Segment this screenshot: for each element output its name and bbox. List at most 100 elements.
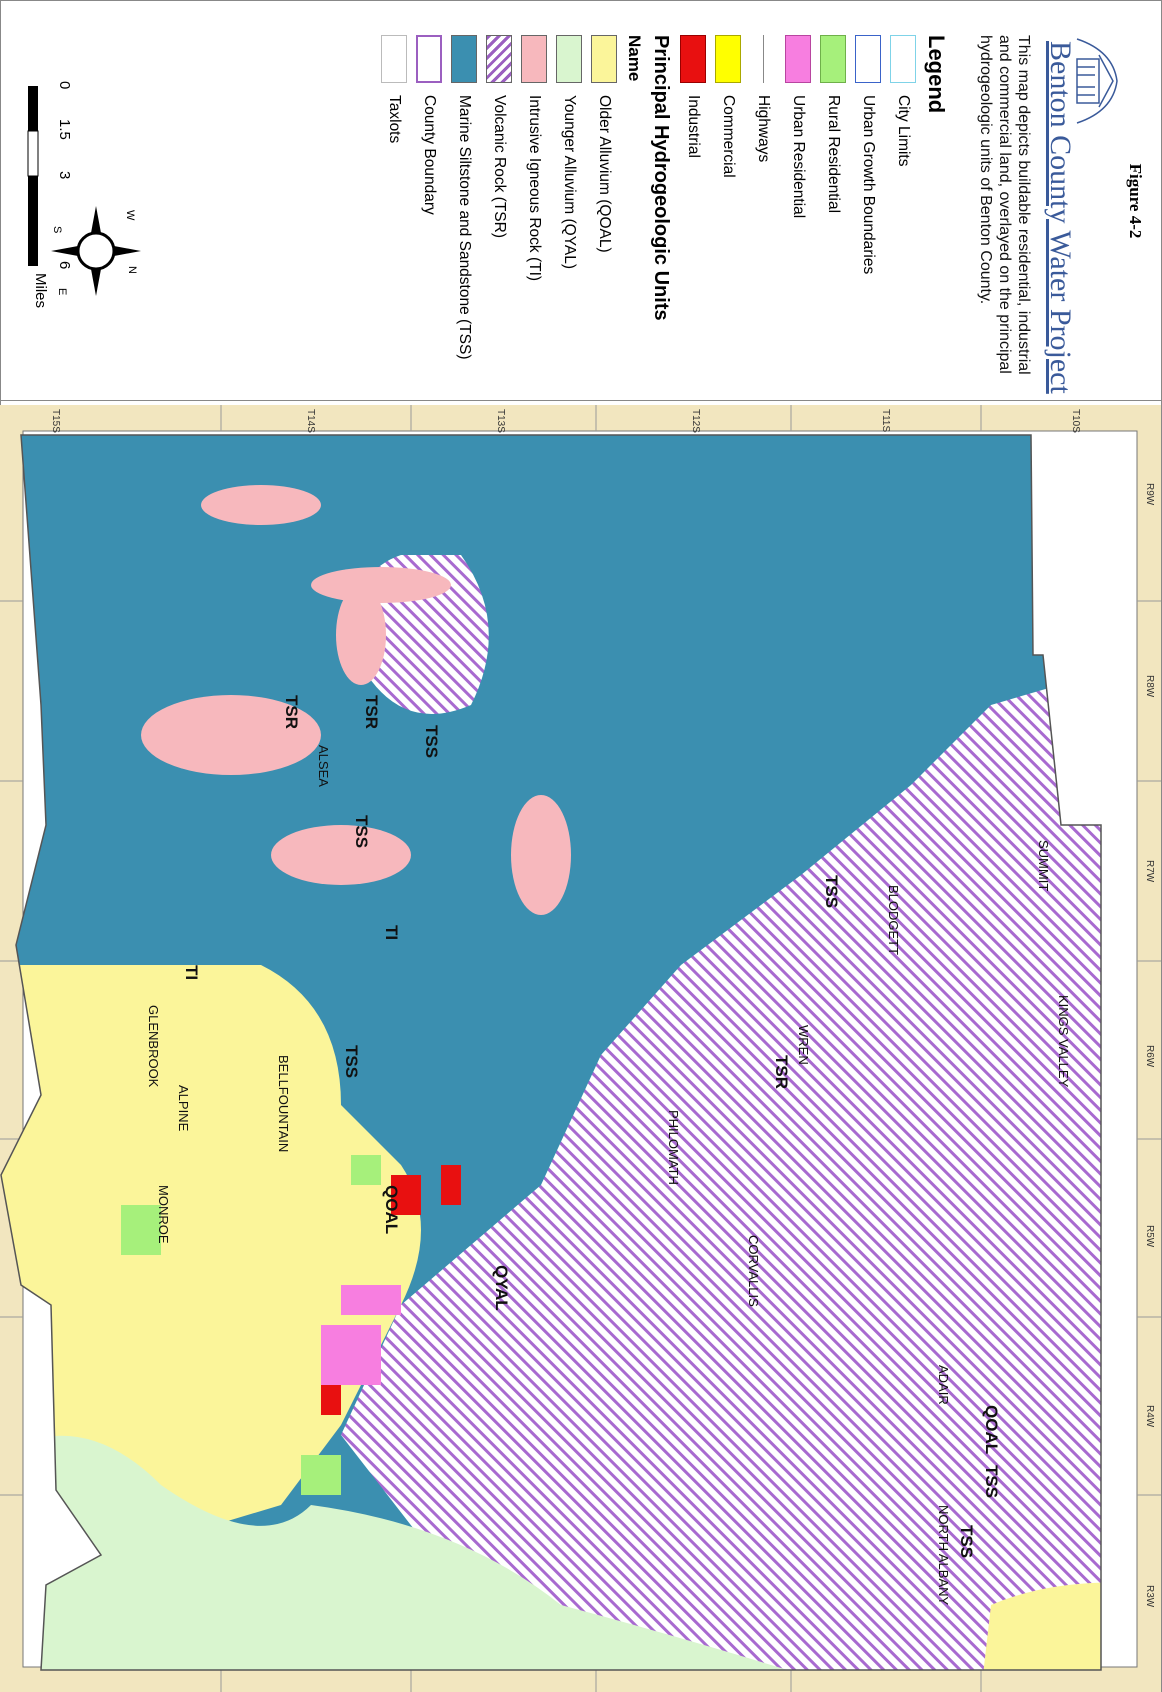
swatch	[486, 35, 513, 83]
unit-ti-blob	[311, 567, 451, 603]
scale-bar	[27, 86, 39, 266]
range-r9w-top: R9W	[1144, 483, 1155, 506]
legend-list: City Limits Urban Growth Boundaries Rura…	[377, 35, 921, 395]
unit-label-tss-2: TSS	[352, 815, 371, 849]
township-t13s: T13S	[495, 409, 506, 433]
unit-qoal-north	[981, 1582, 1101, 1670]
unit-ti-blob	[201, 485, 321, 525]
legend-title: Legend	[924, 35, 949, 114]
swatch	[890, 35, 917, 83]
unit-ti-blob	[141, 695, 321, 775]
north-arrow-icon: N S E W	[51, 206, 141, 296]
compass-n: N	[126, 266, 138, 274]
figure-label: Figure 4-2	[1126, 163, 1145, 239]
unit-qoal-area	[1, 965, 421, 1535]
compass-e: E	[56, 288, 68, 295]
swatch	[556, 35, 583, 83]
unit-tsr-area	[341, 655, 1101, 1670]
swatch	[521, 35, 548, 83]
rural-residential-patch	[121, 1205, 161, 1255]
place-corvallis: CORVALLIS	[746, 1235, 761, 1307]
map-description: This map depicts buildable residential, …	[977, 35, 1032, 375]
township-t15s: T15S	[50, 409, 61, 433]
rural-residential-patch	[301, 1455, 341, 1495]
rural-residential-patch	[351, 1155, 381, 1185]
unit-label-tss: TSS	[822, 875, 841, 909]
legend-item-qoal: Older Alluvium (QOAL)	[587, 35, 622, 395]
industrial-patch	[441, 1165, 461, 1205]
unit-label-qyal: QYAL	[492, 1265, 511, 1311]
logo-text: Benton County Water Project	[1044, 41, 1077, 394]
legend-item-rural-residential: Rural Residential	[816, 35, 851, 395]
legend-item-ugb: Urban Growth Boundaries	[851, 35, 886, 395]
county-boundary	[0, 434, 1102, 1671]
legend-item-qyal: Younger Alluvium (QYAL)	[552, 35, 587, 395]
swatch	[451, 35, 478, 83]
scale-unit: Miles	[32, 273, 49, 309]
township-t12s: T12S	[690, 409, 701, 433]
swatch	[416, 35, 443, 83]
swatch	[381, 35, 408, 83]
unit-label-qoal-north: QOAL	[982, 1405, 1001, 1455]
range-r7w-top: R7W	[1144, 860, 1155, 883]
range-r5w-top: R5W	[1144, 1225, 1155, 1248]
place-north-albany: NORTH ALBANY	[936, 1505, 951, 1606]
county-logo-icon	[1076, 38, 1118, 124]
place-monroe: MONROE	[156, 1185, 171, 1244]
swatch	[591, 35, 618, 83]
legend-panel: Figure 4-2 Benton County Water Project T…	[0, 1, 1161, 401]
legend-item-city-limits: City Limits	[886, 35, 921, 395]
legend-item-county-boundary: County Boundary	[412, 35, 447, 395]
place-philomath: PHILOMATH	[666, 1110, 681, 1185]
units-name-header: Name	[625, 35, 644, 82]
place-kings-valley: KINGS VALLEY	[1056, 995, 1071, 1088]
unit-label-ti: TI	[382, 925, 401, 941]
place-bellfountain: BELLFOUNTAIN	[276, 1055, 291, 1153]
legend-item-industrial: Industrial	[676, 35, 711, 395]
unit-label-tsr-2: TSR	[282, 695, 301, 729]
legend-item-taxlots: Taxlots	[377, 35, 412, 395]
unit-label-qoal: QOAL	[382, 1185, 401, 1235]
units-heading: Principal Hydrogeologic Units	[650, 35, 672, 321]
scale-tick-0: 0	[56, 81, 73, 90]
legend-item-ti: Intrusive Igneous Rock (TI)	[517, 35, 552, 395]
unit-qyal-area	[1, 1435, 861, 1670]
place-glenbrook: GLENBROOK	[146, 1005, 161, 1088]
scale-tick-2: 3	[56, 171, 73, 180]
swatch	[680, 35, 707, 83]
unit-ti-blob	[271, 825, 411, 885]
place-wren: WREN	[796, 1025, 811, 1065]
scale-tick-3: 6	[56, 261, 73, 270]
swatch	[855, 35, 882, 83]
place-adair: ADAIR	[936, 1365, 951, 1405]
legend-item-highways: Highways	[746, 35, 781, 395]
range-r3w-top: R3W	[1144, 1585, 1155, 1608]
swatch	[820, 35, 847, 83]
range-r8w-top: R8W	[1144, 675, 1155, 698]
swatch	[715, 35, 742, 83]
unit-label-tss-alsea: TSS	[422, 725, 441, 759]
compass-w: W	[124, 210, 136, 221]
township-t11s: T11S	[880, 409, 891, 433]
place-blodgett: BLODGETT	[886, 885, 901, 956]
township-t10s: T10S	[1070, 409, 1081, 433]
urban-residential-patch	[341, 1285, 401, 1315]
range-r4w-top: R4W	[1144, 1405, 1155, 1428]
legend-item-commercial: Commercial	[711, 35, 746, 395]
unit-label-ti-2: TI	[182, 965, 201, 981]
township-t14s: T14S	[305, 409, 316, 433]
unit-label-tsr-alsea: TSR	[362, 695, 381, 729]
unit-label-tss-albany: TSS	[982, 1465, 1001, 1499]
legend-item-urban-residential: Urban Residential	[781, 35, 816, 395]
industrial-patch	[321, 1385, 341, 1415]
swatch	[751, 35, 777, 83]
legend-item-tss: Marine Siltstone and Sandstone (TSS)	[447, 35, 482, 395]
place-alsea: ALSEA	[316, 745, 331, 787]
unit-label-tss-north: TSS	[957, 1525, 976, 1559]
unit-ti-blob	[336, 585, 386, 685]
industrial-patch	[391, 1175, 421, 1215]
compass-s: S	[51, 226, 63, 233]
swatch	[785, 35, 812, 83]
